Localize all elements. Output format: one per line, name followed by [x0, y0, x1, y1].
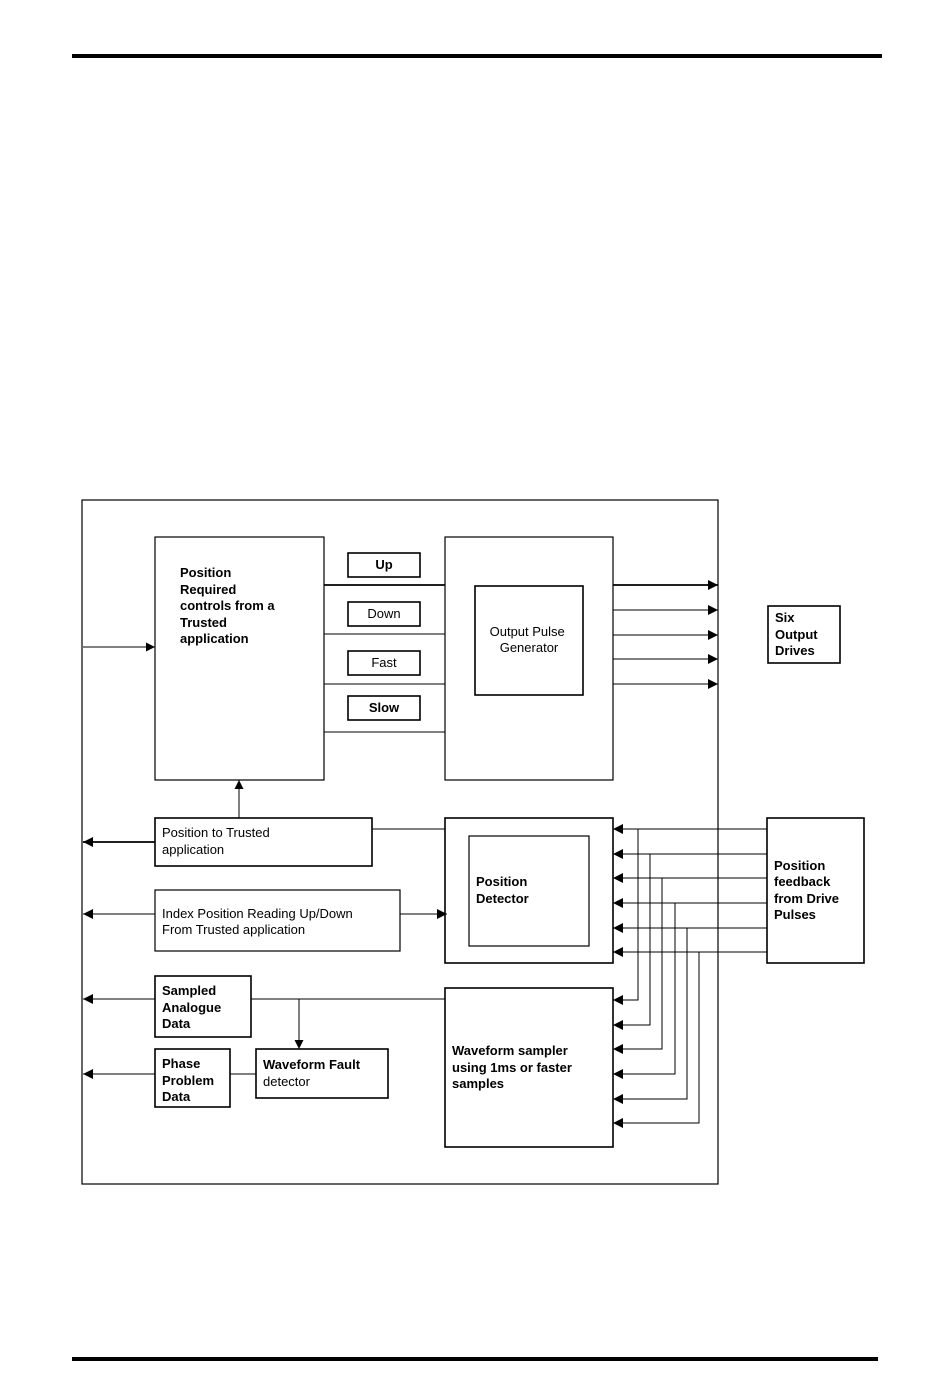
position-detector-box — [468, 835, 590, 947]
bottom-rule — [72, 1357, 878, 1361]
output-pulse-generator-box — [474, 585, 584, 696]
control-down-label: Down — [367, 606, 400, 621]
top-rule — [72, 54, 882, 58]
phase-problem-box — [154, 1048, 231, 1108]
sampled-analogue-label: Sampled Analogue Data — [162, 983, 225, 1031]
position-required-label: Position Required controls from a Truste… — [180, 565, 278, 646]
position-to-trusted-label: Position to Trusted application — [162, 825, 273, 857]
position-to-trusted-box — [154, 817, 373, 867]
control-slow-box — [347, 695, 421, 721]
index-position-label: Index Position Reading Up/Down From Trus… — [162, 906, 356, 937]
waveform-sampler-label: Waveform sampler using 1ms or faster sam… — [452, 1043, 576, 1091]
feedback-branch-lines — [613, 829, 700, 1128]
phase-problem-label: Phase Problem Data — [162, 1056, 218, 1104]
six-output-drives-box — [767, 605, 841, 664]
control-down-box — [347, 601, 421, 627]
control-up-box — [347, 552, 421, 578]
control-fast-label: Fast — [371, 655, 397, 670]
control-slow-label: Slow — [369, 700, 400, 715]
waveform-fault-detector-label: Waveform Fault detector — [263, 1057, 364, 1089]
control-fast-box — [347, 650, 421, 676]
sampled-analogue-box — [154, 975, 252, 1038]
six-output-drives-label: Six Output Drives — [775, 610, 821, 658]
control-up-label: Up — [375, 557, 392, 572]
output-pulse-generator-label: Output Pulse Generator — [490, 624, 569, 655]
position-detector-label: Position Detector — [476, 874, 531, 906]
index-position-box — [154, 889, 401, 952]
waveform-sampler-box — [444, 987, 614, 1148]
position-required-box — [154, 536, 325, 781]
position-feedback-box — [766, 817, 865, 964]
position-feedback-label: Position feedback from Drive Pulses — [774, 858, 843, 922]
